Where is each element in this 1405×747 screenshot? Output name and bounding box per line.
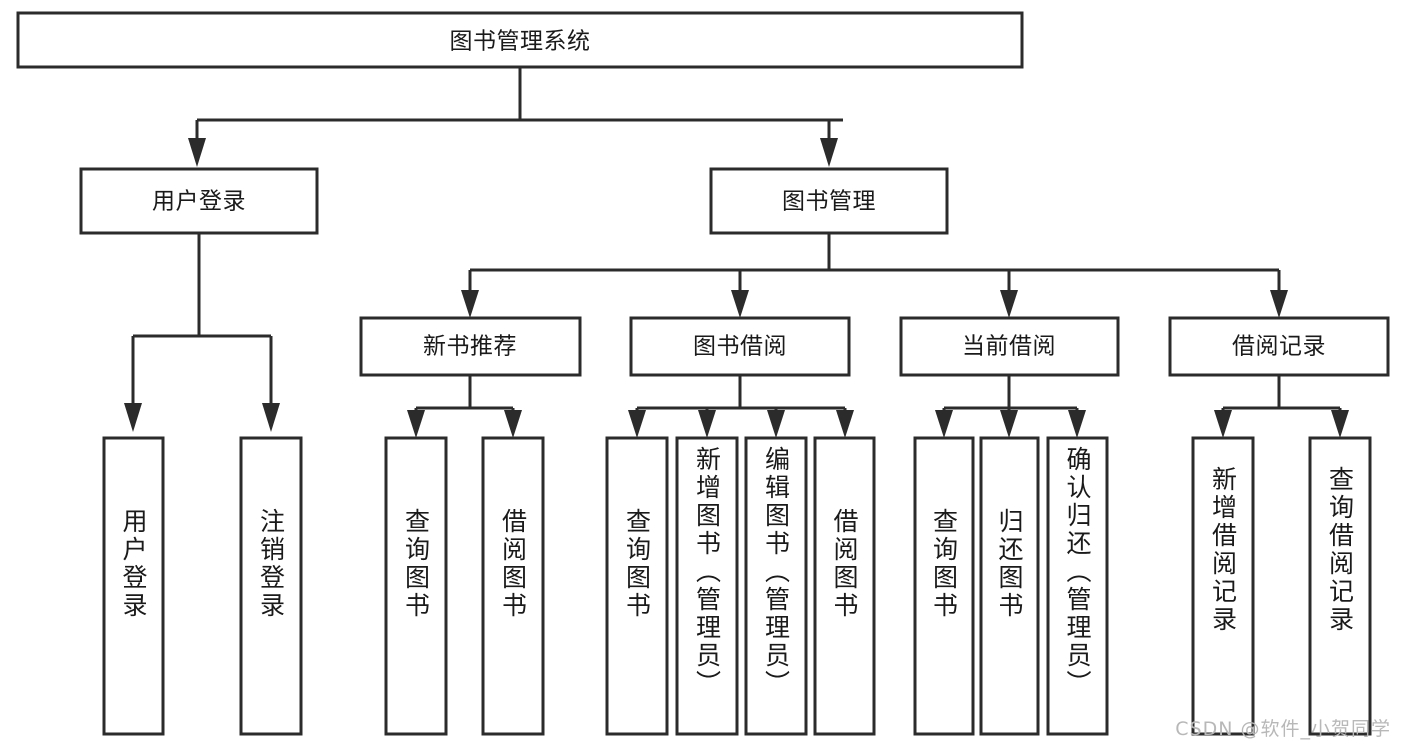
- arrow-head-login: [188, 138, 206, 167]
- node-leaf-10-rect[interactable]: [979, 436, 1040, 736]
- node-login-rect[interactable]: [79, 167, 319, 235]
- arrow-head-leaf-9: [935, 410, 953, 438]
- arrow-head-leaf-7: [767, 410, 785, 438]
- arrow-head-leaf-8: [836, 410, 854, 438]
- node-leaf-7-rect[interactable]: [744, 436, 808, 736]
- node-bookmgmt[interactable]: 图书管理: [709, 167, 949, 235]
- node-newbook[interactable]: 新书推荐: [359, 316, 582, 377]
- node-borrow[interactable]: 图书借阅: [629, 316, 851, 377]
- node-newbook-rect[interactable]: [359, 316, 582, 377]
- edge-group-borrow: [628, 375, 854, 438]
- node-leaf-5-rect[interactable]: [605, 436, 669, 736]
- node-bookmgmt-rect[interactable]: [709, 167, 949, 235]
- node-leaf-1-rect[interactable]: [102, 436, 165, 736]
- node-current-rect[interactable]: [899, 316, 1120, 377]
- node-login-label: 用户登录: [152, 189, 246, 215]
- node-leaf-4-rect[interactable]: [481, 436, 545, 736]
- node-borrow-label: 图书借阅: [693, 334, 787, 360]
- edge-group-records: [1214, 375, 1349, 438]
- edge-group-root: [188, 67, 843, 167]
- node-current-label: 当前借阅: [962, 334, 1056, 360]
- node-newbook-label: 新书推荐: [423, 334, 517, 360]
- arrow-head-leaf-6: [698, 410, 716, 438]
- node-bookmgmt-label: 图书管理: [782, 189, 876, 215]
- arrow-head-leaf-10: [1000, 410, 1018, 438]
- node-leaf-11-rect[interactable]: [1046, 436, 1109, 736]
- node-leaf-9-rect[interactable]: [913, 436, 975, 736]
- node-records-rect[interactable]: [1168, 316, 1390, 377]
- node-leaf-6-rect[interactable]: [675, 436, 739, 736]
- edge-group-current: [935, 375, 1086, 438]
- arrow-head-leaf-4: [504, 410, 522, 438]
- node-leaf-2-rect[interactable]: [239, 436, 303, 736]
- edge-group-login: [124, 233, 280, 432]
- node-records[interactable]: 借阅记录: [1168, 316, 1390, 377]
- node-current[interactable]: 当前借阅: [899, 316, 1120, 377]
- node-root[interactable]: 图书管理系统: [16, 11, 1024, 69]
- arrow-head-leaf-11: [1068, 410, 1086, 438]
- arrow-head-leaf-12: [1214, 410, 1232, 438]
- node-borrow-rect[interactable]: [629, 316, 851, 377]
- arrow-head-leaf-2: [262, 403, 280, 432]
- node-leaf-12-rect[interactable]: [1191, 436, 1255, 736]
- arrow-head-records: [1270, 290, 1288, 318]
- arrow-head-leaf-13: [1331, 410, 1349, 438]
- edge-group-newbook: [407, 375, 522, 438]
- node-root-rect[interactable]: [16, 11, 1024, 69]
- node-login[interactable]: 用户登录: [79, 167, 319, 235]
- arrow-head-leaf-3: [407, 410, 425, 438]
- arrow-head-borrow: [731, 290, 749, 318]
- arrow-head-newbook: [461, 290, 479, 318]
- node-root-label: 图书管理系统: [450, 29, 591, 55]
- arrow-head-current: [1000, 290, 1018, 318]
- edge-group-bookmgmt: [461, 233, 1288, 318]
- node-records-label: 借阅记录: [1232, 334, 1326, 360]
- arrow-head-bookmgmt: [820, 138, 838, 167]
- arrow-head-leaf-5: [628, 410, 646, 438]
- node-leaf-13-rect[interactable]: [1308, 436, 1372, 736]
- arrow-head-leaf-1: [124, 403, 142, 432]
- node-leaf-3-rect[interactable]: [384, 436, 448, 736]
- node-leaf-8-rect[interactable]: [813, 436, 876, 736]
